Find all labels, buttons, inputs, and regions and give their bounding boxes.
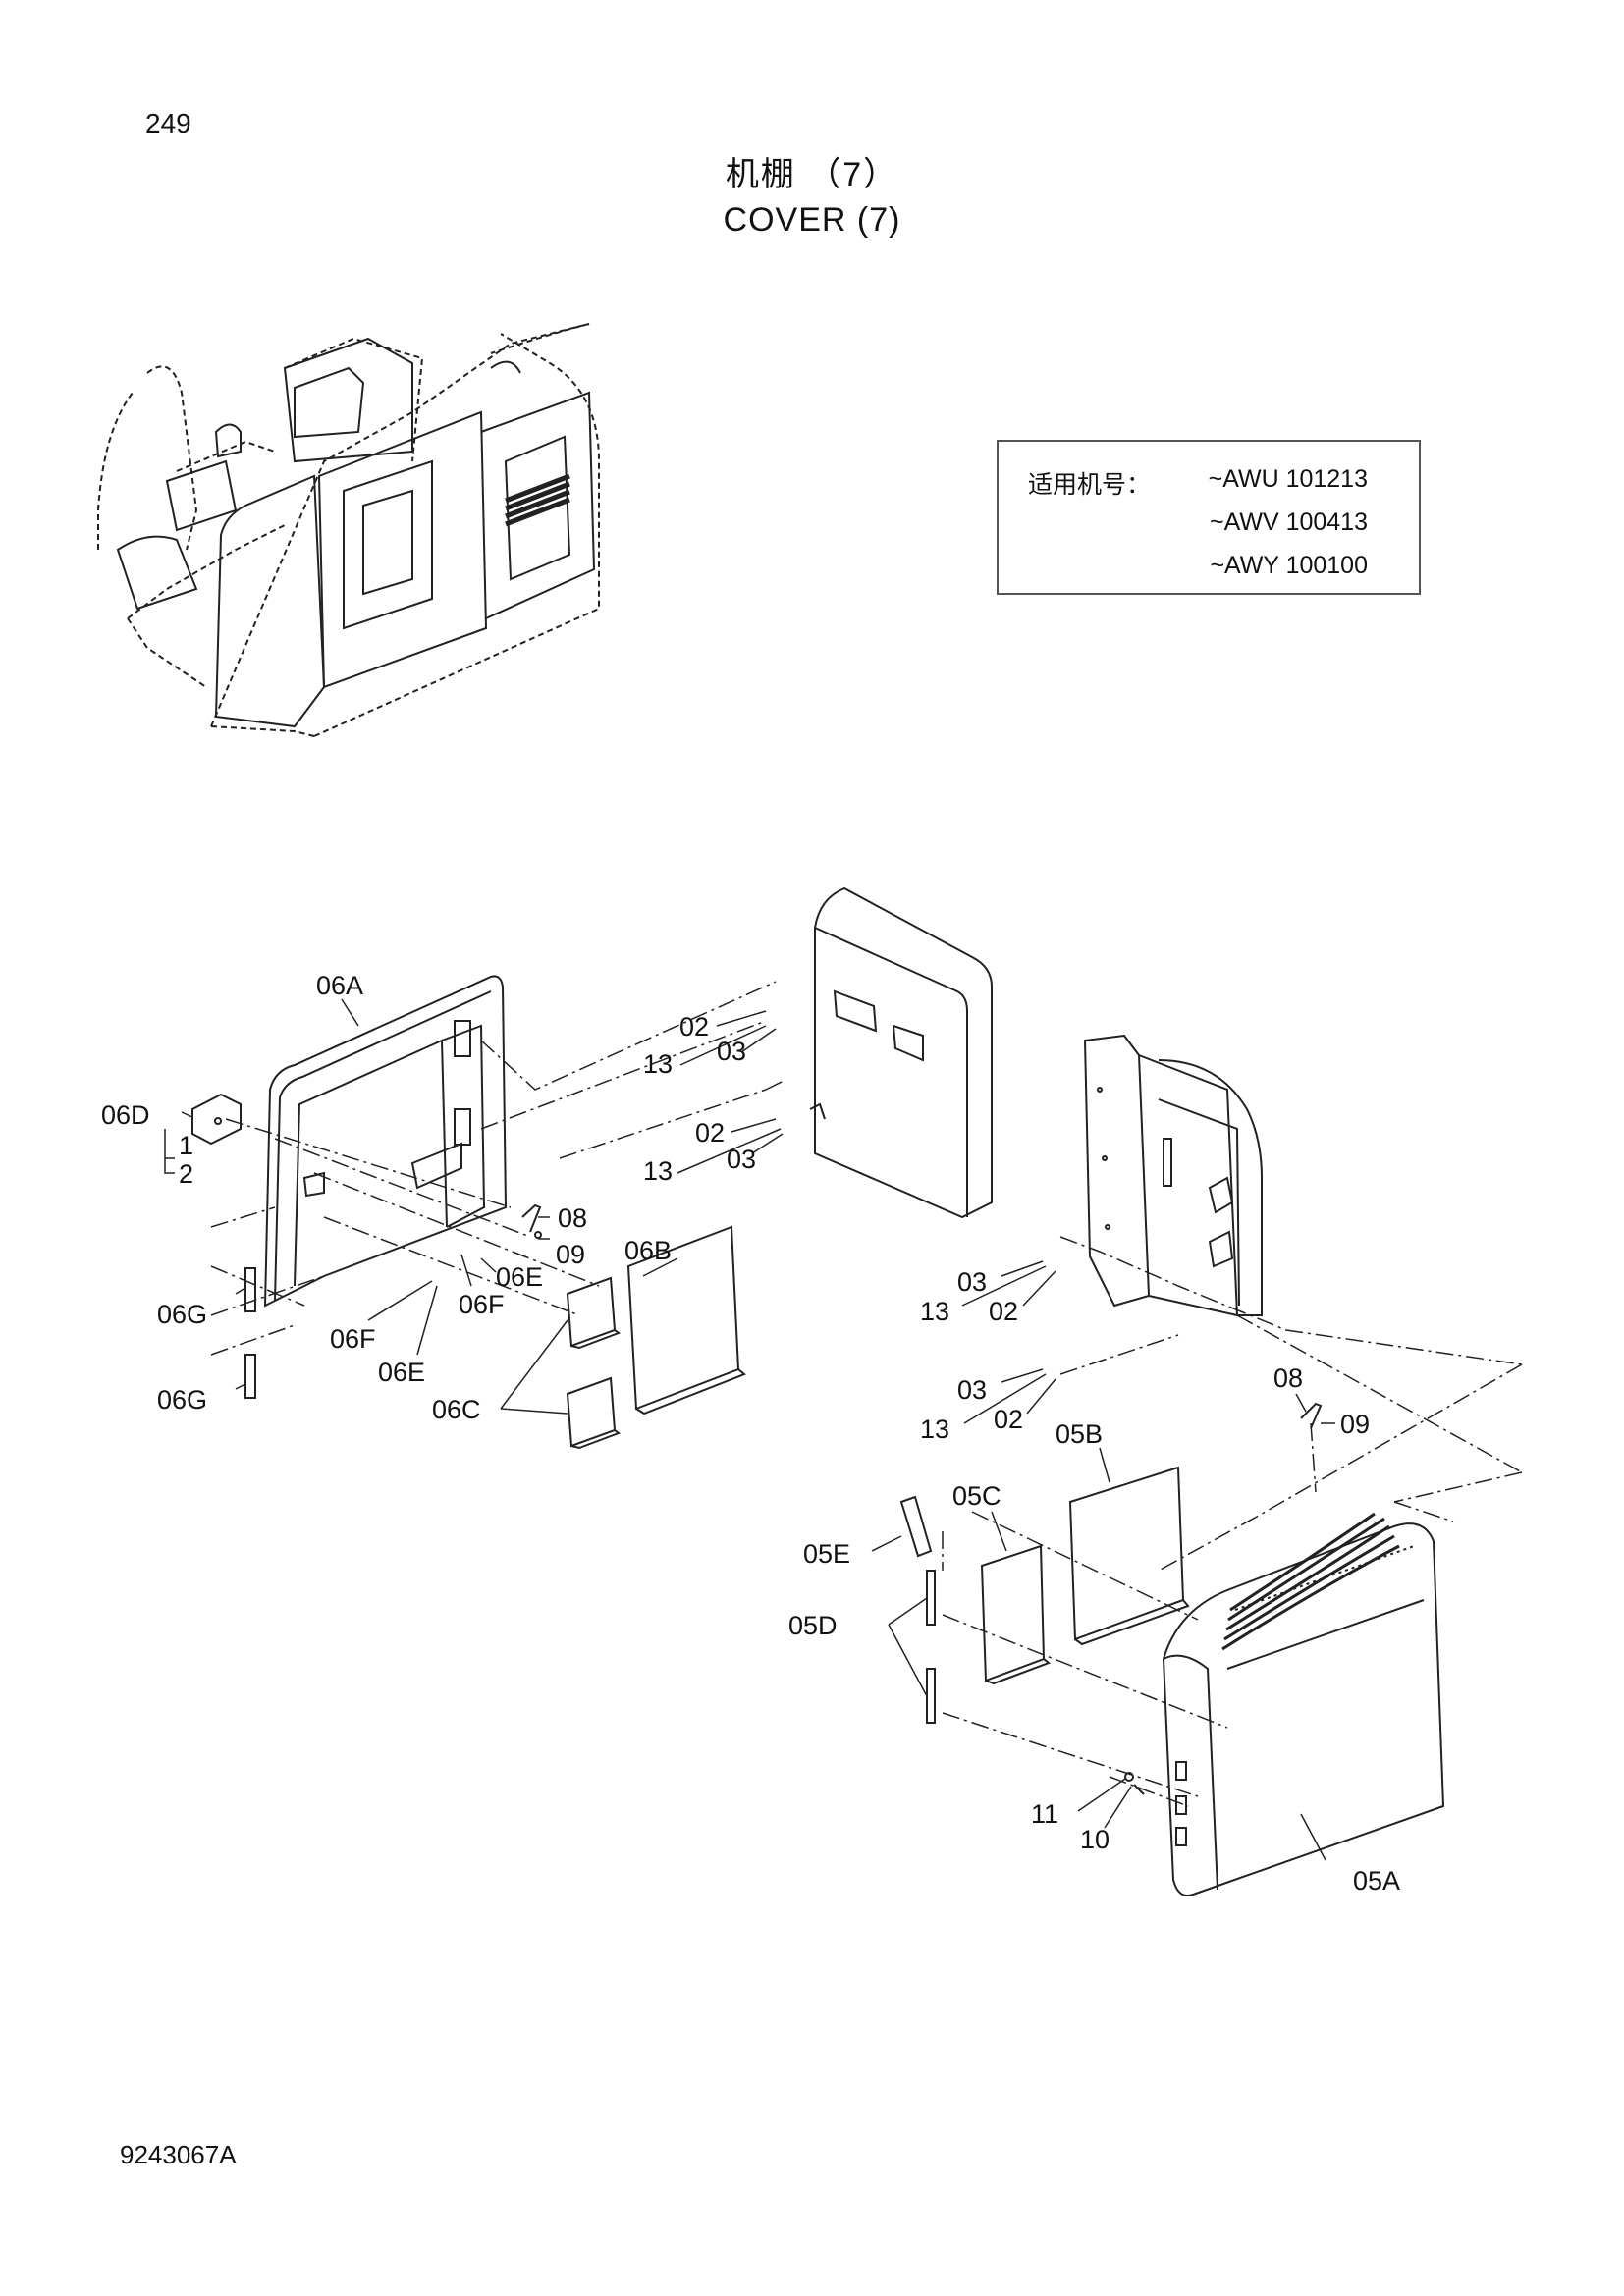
callout-09-b: 09 [1340, 1410, 1370, 1439]
callout-05E: 05E [803, 1539, 850, 1569]
callout-06E-a: 06E [496, 1262, 543, 1292]
callout-08-b: 08 [1273, 1363, 1303, 1393]
overview-machine-solid [116, 337, 596, 728]
callout-06F-a: 06F [459, 1290, 505, 1319]
callout-05A: 05A [1353, 1866, 1400, 1896]
callout-03-d: 03 [957, 1375, 987, 1405]
pads-06C [566, 1276, 622, 1450]
callout-13-c: 13 [920, 1297, 949, 1326]
callout-02-d: 02 [994, 1405, 1023, 1434]
assembly-lines-right [942, 1236, 1523, 1807]
callout-05C: 05C [952, 1481, 1001, 1511]
overview-machine-sketch [97, 323, 600, 737]
callout-05B: 05B [1056, 1419, 1103, 1449]
title-english: COVER (7) [723, 201, 901, 239]
callout-06E-b: 06E [378, 1358, 425, 1387]
callout-06G-b: 06G [157, 1385, 207, 1415]
callout-06C: 06C [432, 1395, 481, 1424]
small-pads-06G [244, 1267, 256, 1399]
door-panel-06A [263, 975, 508, 1308]
callout-02-b: 02 [695, 1118, 725, 1148]
callout-06A: 06A [316, 971, 363, 1000]
page-number: 249 [145, 108, 191, 138]
callout-11: 11 [1031, 1799, 1058, 1829]
clip-08-left [521, 1203, 542, 1239]
pad-06B [626, 1225, 746, 1415]
callout-06F-b: 06F [330, 1324, 376, 1354]
serial-line-3: ~AWY 100100 [1210, 552, 1368, 579]
callout-03-b: 03 [727, 1145, 756, 1174]
serial-line-1: ~AWU 101213 [1208, 465, 1368, 493]
callout-08-a: 08 [558, 1203, 587, 1233]
applicable-serial-box: 适用机号： ~AWU 101213 ~AWV 100413 ~AWY 10010… [997, 440, 1421, 595]
strips-05D [926, 1570, 936, 1724]
callout-06B: 06B [624, 1236, 672, 1265]
callout-05D: 05D [788, 1611, 838, 1640]
vent-louvers-05A [1221, 1512, 1400, 1651]
callout-06G-a: 06G [157, 1300, 207, 1329]
strip-05E [899, 1495, 933, 1558]
assembly-lines-left [210, 981, 786, 1356]
callout-03-a: 03 [717, 1037, 746, 1066]
callout-10: 10 [1080, 1825, 1110, 1854]
cover-hardware-05A [1124, 1761, 1187, 1846]
serial-line-2: ~AWV 100413 [1210, 508, 1368, 536]
overview-vent-grille [505, 473, 570, 527]
callout-02-a: 02 [679, 1012, 709, 1041]
callout-13-b: 13 [643, 1156, 673, 1186]
leader-lines [164, 998, 1335, 1861]
callout-09-a: 09 [556, 1240, 585, 1269]
callout-06D: 06D [101, 1100, 150, 1130]
callout-06D-1: 1 [179, 1131, 193, 1160]
title-chinese: 机棚 （7） [725, 156, 899, 193]
rear-panel-upper [809, 886, 993, 1219]
pad-05B [1068, 1466, 1190, 1646]
callout-02-c: 02 [989, 1297, 1018, 1326]
callout-03-c: 03 [957, 1267, 987, 1297]
document-code: 9243067A [120, 2140, 237, 2169]
plate-06D [191, 1093, 242, 1146]
clip-08-right [1300, 1402, 1323, 1429]
side-cover-05A [1162, 1522, 1445, 1896]
frame-right-upper [1083, 1034, 1263, 1317]
callout-13-d: 13 [920, 1415, 949, 1444]
pad-05C [980, 1544, 1051, 1685]
callout-13-a: 13 [643, 1049, 673, 1079]
serial-label: 适用机号： [1028, 471, 1152, 499]
callout-06D-2: 2 [179, 1159, 193, 1189]
